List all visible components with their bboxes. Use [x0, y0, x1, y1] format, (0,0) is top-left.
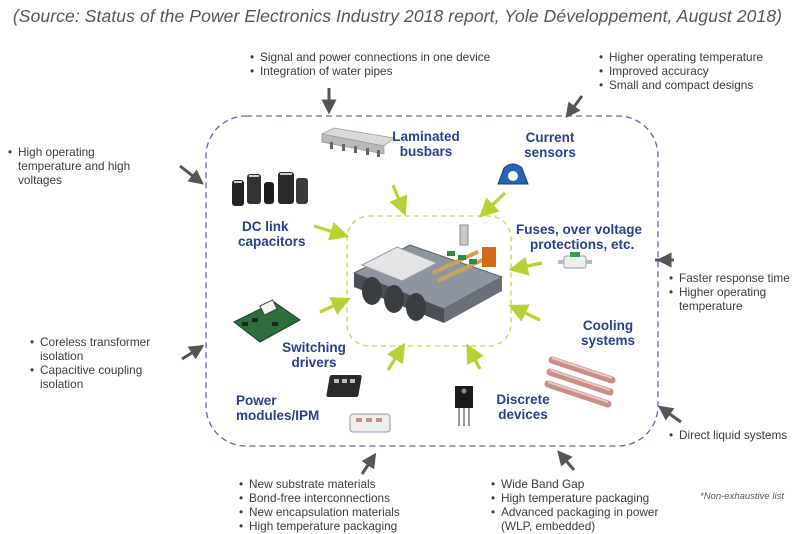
- busbar-icon: [320, 127, 395, 157]
- gray-arrows: [179, 88, 682, 475]
- current-sensor-icon: [497, 163, 529, 185]
- annotation-left-top: High operating temperature and high volt…: [8, 145, 130, 187]
- annotation-bottom-left: New substrate materials Bond-free interc…: [239, 477, 400, 533]
- green-arrows: [313, 184, 543, 371]
- annotation-right-bottom: Direct liquid systems: [669, 428, 787, 442]
- power-module-icon: [326, 375, 362, 397]
- cooling-icon: [544, 356, 616, 408]
- inverter-assembly-icon: [352, 224, 504, 323]
- non-exhaustive-note: *Non-exhaustive list: [700, 491, 784, 502]
- capacitors-icon: [232, 172, 308, 206]
- annotation-right-middle: Faster response time Higher operating te…: [669, 271, 790, 313]
- annotation-bottom-right: Wide Band Gap High temperature packaging…: [491, 477, 658, 533]
- inner-dashed-frame: [346, 215, 512, 347]
- annotation-left-bottom: Coreless transformer isolation Capacitiv…: [30, 335, 150, 391]
- annotation-top-center: Signal and power connections in one devi…: [250, 50, 490, 78]
- annotation-top-right: Higher operating temperature Improved ac…: [599, 50, 763, 92]
- discrete-device-icon: [455, 386, 473, 426]
- ipm-module-icon: [349, 413, 391, 433]
- fuse-icon: [558, 252, 592, 269]
- source-caption: (Source: Status of the Power Electronics…: [12, 6, 783, 26]
- driver-board-icon: [233, 299, 301, 343]
- outer-dashed-frame: [205, 115, 659, 447]
